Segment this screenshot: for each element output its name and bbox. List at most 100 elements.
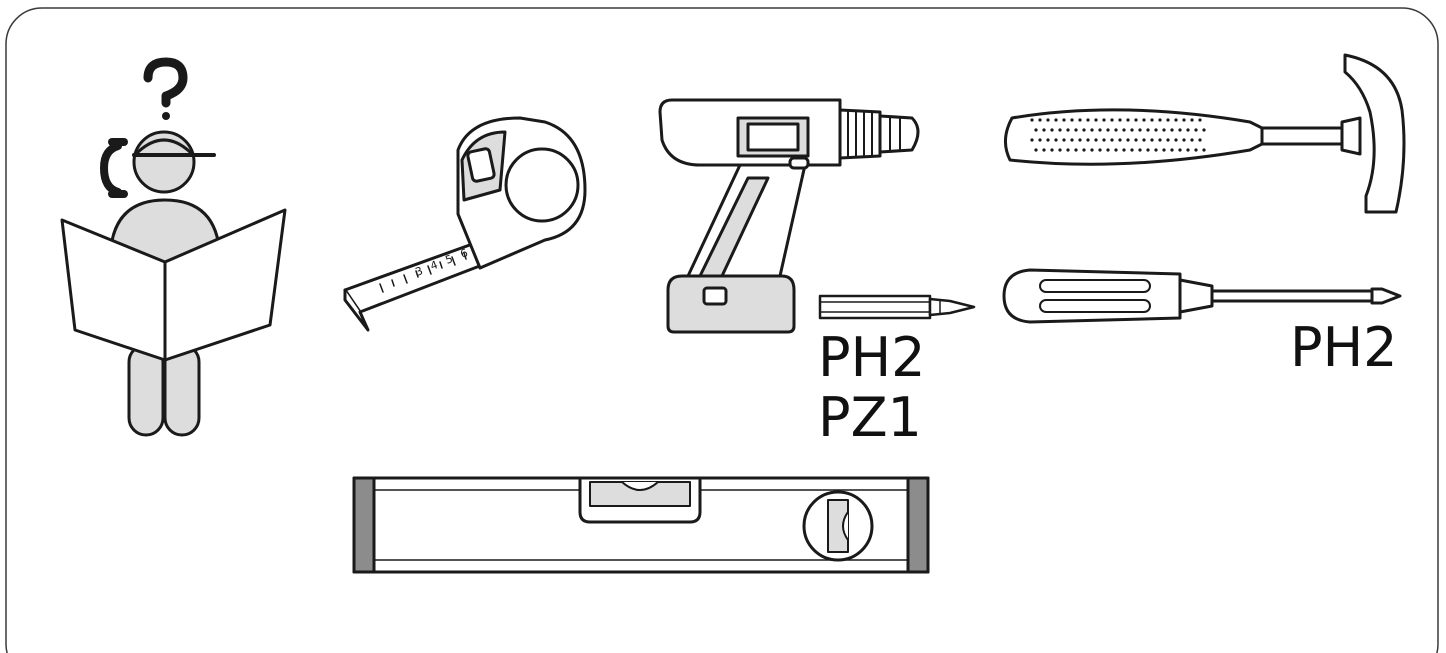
hammer-grip-dot: [1186, 128, 1190, 132]
hammer-grip-dot: [1198, 118, 1202, 122]
hammer-grip-dot: [1034, 128, 1038, 132]
hammer-grip-dot: [1126, 118, 1130, 122]
hammer-grip-dot: [1066, 128, 1070, 132]
hammer-grip-dots: [1030, 118, 1206, 152]
tape-measure-icon: [343, 116, 587, 332]
hammer-grip-dot: [1038, 138, 1042, 142]
hammer-grip-dot: [1114, 128, 1118, 132]
hammer-grip-dot: [1106, 128, 1110, 132]
hammer-grip-dot: [1146, 148, 1150, 152]
cordless-drill-icon: [658, 98, 920, 334]
hammer-grip-dot: [1054, 118, 1058, 122]
hammer-grip-dot: [1182, 138, 1186, 142]
hammer-grip-dot: [1118, 118, 1122, 122]
hammer-grip-dot: [1126, 138, 1130, 142]
hammer-grip-dot: [1074, 148, 1078, 152]
hammer-grip-dot: [1154, 128, 1158, 132]
hammer-grip-dot: [1046, 118, 1050, 122]
hammer-grip-dot: [1182, 118, 1186, 122]
hammer-grip-dot: [1150, 138, 1154, 142]
hammer-grip-dot: [1194, 148, 1198, 152]
hammer-grip-dot: [1170, 128, 1174, 132]
hammer-grip-dot: [1178, 128, 1182, 132]
screwdriver-size-label: PH2: [1290, 316, 1398, 379]
tape-mark-6: 6: [459, 246, 470, 261]
hammer-grip-dot: [1042, 128, 1046, 132]
phone-handset-icon: [99, 138, 128, 198]
hammer-grip-dot: [1082, 128, 1086, 132]
hammer-grip-dot: [1170, 148, 1174, 152]
hammer-grip-dot: [1106, 148, 1110, 152]
tape-mark-3: 3: [414, 264, 425, 279]
hammer-grip-dot: [1166, 138, 1170, 142]
hammer-grip-dot: [1034, 148, 1038, 152]
hammer-grip-dot: [1074, 128, 1078, 132]
hammer-grip-dot: [1098, 148, 1102, 152]
hammer-grip-dot: [1162, 128, 1166, 132]
hammer-grip-dot: [1178, 148, 1182, 152]
hammer-grip-dot: [1094, 138, 1098, 142]
hammer-grip-dot: [1134, 118, 1138, 122]
hammer-grip-dot: [1030, 138, 1034, 142]
hammer-grip-dot: [1162, 148, 1166, 152]
hammer-grip-dot: [1202, 128, 1206, 132]
hammer-grip-dot: [1046, 138, 1050, 142]
hammer-grip-dot: [1158, 138, 1162, 142]
hammer-grip-dot: [1066, 148, 1070, 152]
hammer-grip-dot: [1150, 118, 1154, 122]
hammer-grip-dot: [1050, 148, 1054, 152]
question-mark-icon: [143, 57, 188, 120]
hammer-grip-dot: [1094, 118, 1098, 122]
hammer-grip-dot: [1062, 118, 1066, 122]
person-reading-instructions-icon: [60, 130, 287, 437]
hammer-grip-dot: [1054, 138, 1058, 142]
hammer-grip-dot: [1138, 128, 1142, 132]
bit-size-label-2: PZ1: [818, 386, 922, 449]
hammer-grip-dot: [1098, 128, 1102, 132]
phillips-screwdriver-icon: [1002, 268, 1402, 324]
hammer-grip-dot: [1038, 118, 1042, 122]
hammer-grip-dot: [1130, 148, 1134, 152]
hammer-grip-dot: [1110, 138, 1114, 142]
hammer-grip-dot: [1078, 118, 1082, 122]
hammer-grip-dot: [1146, 128, 1150, 132]
hammer-grip-dot: [1202, 148, 1206, 152]
hammer-grip-dot: [1190, 138, 1194, 142]
hammer-grip-dot: [1086, 138, 1090, 142]
claw-hammer-icon: [1004, 53, 1406, 214]
screwdriver-bit-icon: [818, 294, 976, 320]
hammer-grip-dot: [1118, 138, 1122, 142]
hammer-grip-dot: [1122, 148, 1126, 152]
hammer-grip-dot: [1102, 118, 1106, 122]
hammer-grip-dot: [1086, 118, 1090, 122]
hammer-grip-dot: [1062, 138, 1066, 142]
hammer-grip-dot: [1090, 128, 1094, 132]
hammer-grip-dot: [1102, 138, 1106, 142]
hammer-grip-dot: [1194, 128, 1198, 132]
hammer-grip-dot: [1114, 148, 1118, 152]
hammer-grip-dot: [1070, 138, 1074, 142]
hammer-grip-dot: [1138, 148, 1142, 152]
hammer-grip-dot: [1050, 128, 1054, 132]
hammer-grip-dot: [1154, 148, 1158, 152]
spirit-level-icon: [352, 476, 930, 574]
hammer-grip-dot: [1142, 138, 1146, 142]
hammer-grip-dot: [1158, 118, 1162, 122]
hammer-grip-dot: [1042, 148, 1046, 152]
hammer-grip-dot: [1110, 118, 1114, 122]
bit-size-label-1: PH2: [818, 326, 926, 389]
tape-measure-marks: 6 5 4 3: [414, 246, 470, 279]
hammer-grip-dot: [1166, 118, 1170, 122]
hammer-grip-dot: [1078, 138, 1082, 142]
hammer-grip-dot: [1142, 118, 1146, 122]
hammer-grip-dot: [1070, 118, 1074, 122]
hammer-grip-dot: [1090, 148, 1094, 152]
tape-mark-5: 5: [444, 252, 455, 267]
hammer-grip-dot: [1030, 118, 1034, 122]
hammer-grip-dot: [1198, 138, 1202, 142]
hammer-grip-dot: [1058, 128, 1062, 132]
hammer-grip-dot: [1082, 148, 1086, 152]
tape-mark-4: 4: [429, 258, 440, 273]
hammer-grip-dot: [1174, 138, 1178, 142]
